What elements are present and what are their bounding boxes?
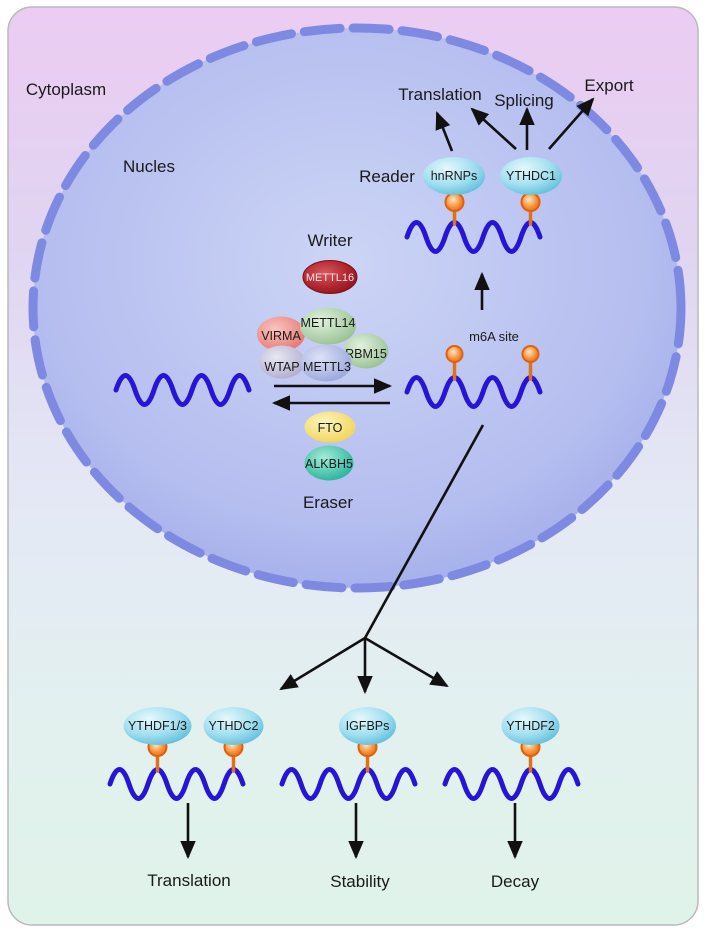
reader-unit-ythdf13: YTHDF1/3 [123,707,192,773]
reader-unit-ythdc2: YTHDC2 [203,707,264,773]
arrow-ythdc1-export [548,97,595,150]
eraser-label: Eraser [303,493,353,512]
splicing-label: Splicing [494,91,554,110]
decay-label: Decay [491,872,540,891]
reader-unit-ythdf2: YTHDF2 [501,707,560,773]
ythdf13-label: YTHDF1/3 [128,719,187,733]
protein-wtap: WTAP [259,345,305,379]
mettl14-label: METTL14 [301,316,356,330]
rna-strand-cyto-left [107,767,246,801]
ythdc1-label: YTHDC1 [506,169,556,183]
rna-strand-unmethylated [113,373,252,407]
rna-strand-cyto-middle [279,767,418,801]
ythdf2-label: YTHDF2 [506,719,555,733]
export-label: Export [584,76,633,95]
writer-label: Writer [307,231,352,250]
translation-cyto-label: Translation [147,871,230,890]
protein-fto: FTO [304,411,356,443]
line-export-to-cytoplasm [363,424,485,639]
mettl16-label: METTL16 [306,272,354,284]
alkbh5-label: ALKBH5 [305,457,353,471]
m6a-site-label: m6A site [469,329,519,344]
ythdc2-label: YTHDC2 [208,719,258,733]
hnrnps-label: hnRNPs [431,169,478,183]
m6a-mark [520,192,541,212]
cytoplasm-label: Cytoplasm [26,80,106,99]
arrow-hnrnps-translation [435,111,454,152]
m6a-mark [445,345,464,381]
m6a-mark [521,345,540,381]
wtap-label: WTAP [264,360,299,374]
protein-mettl14: METTL14 [300,307,356,345]
igfbps-label: IGFBPs [346,719,390,733]
nucleus-label: Nucles [123,157,175,176]
reader-unit-igfbps: IGFBPs [339,707,396,773]
protein-rbm15: RBM15 [343,333,389,369]
reader-unit-ythdc1: YTHDC1 [500,157,562,226]
nucleus-membrane [28,23,686,593]
fto-label: FTO [318,421,343,435]
arrow-ythdc1-translation [470,107,517,150]
arrow-branch-left [279,636,366,691]
protein-mettl16: METTL16 [302,260,358,294]
reader-unit-hnrnps: hnRNPs [423,157,485,226]
rna-strand-reader-bound [404,220,543,254]
arrow-branch-right [364,636,449,688]
mettl3-label: METTL3 [303,360,351,374]
rna-strand-cyto-right [442,767,581,801]
reader-label: Reader [359,167,415,186]
protein-mettl3: METTL3 [300,344,352,382]
m6a-mark [444,192,465,212]
stability-label: Stability [330,872,390,891]
rbm15-label: RBM15 [345,347,387,361]
translation-nuclear-label: Translation [398,85,481,104]
virma-label: VIRMA [261,329,301,343]
protein-virma: VIRMA [257,316,305,352]
protein-alkbh5: ALKBH5 [304,445,354,481]
rna-strand-methylated [404,375,543,409]
